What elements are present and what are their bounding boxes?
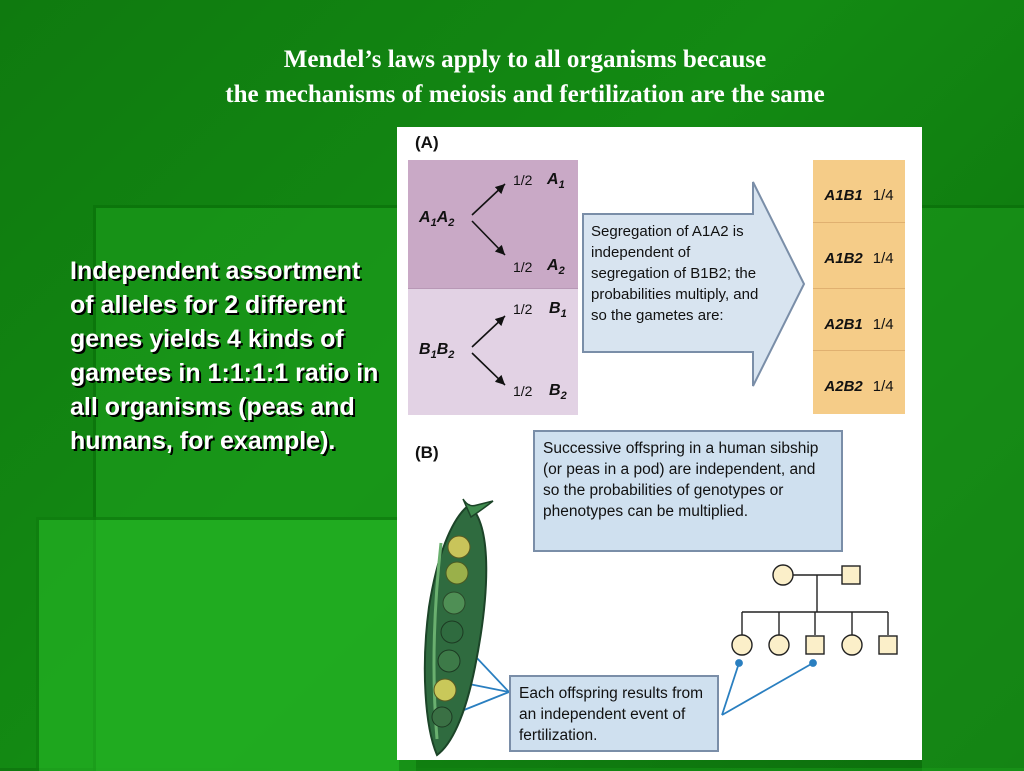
fertilization-note-box: Each offspring results from an independe… (509, 675, 719, 752)
pedigree-male (879, 636, 897, 654)
branch-arrow (472, 184, 505, 215)
pea (438, 650, 460, 672)
panel-b-label: (B) (415, 443, 439, 463)
pedigree-female (842, 635, 862, 655)
pedigree-male (806, 636, 824, 654)
pea-pod-illustration (425, 499, 493, 755)
pedigree-female (732, 635, 752, 655)
genetics-figure: (A) A1A2 B1B2 1/2 A1 1/2 A2 1/2 B1 1/2 B… (397, 127, 922, 760)
branch-arrow (472, 353, 505, 385)
body-text: Independent assortment of alleles for 2 … (70, 254, 390, 458)
pedigree-male (842, 566, 860, 584)
slide-title: Mendel’s laws apply to all organisms bec… (0, 42, 1024, 112)
pea (448, 536, 470, 558)
branch-arrow (472, 316, 505, 347)
branch-arrow (472, 221, 505, 255)
title-line-2: the mechanisms of meiosis and fertilizat… (0, 77, 1024, 112)
background-decoration (36, 517, 399, 771)
background-decoration (922, 205, 1024, 771)
pea (441, 621, 463, 643)
pedigree-female (769, 635, 789, 655)
pea (432, 707, 452, 727)
pedigree (732, 565, 897, 655)
pea (434, 679, 456, 701)
pea (443, 592, 465, 614)
pedigree-female (773, 565, 793, 585)
segregation-text: Segregation of A1A2 is independent of se… (591, 221, 761, 326)
independence-note-box: Successive offspring in a human sibship … (533, 430, 843, 552)
title-line-1: Mendel’s laws apply to all organisms bec… (0, 42, 1024, 77)
pea (446, 562, 468, 584)
